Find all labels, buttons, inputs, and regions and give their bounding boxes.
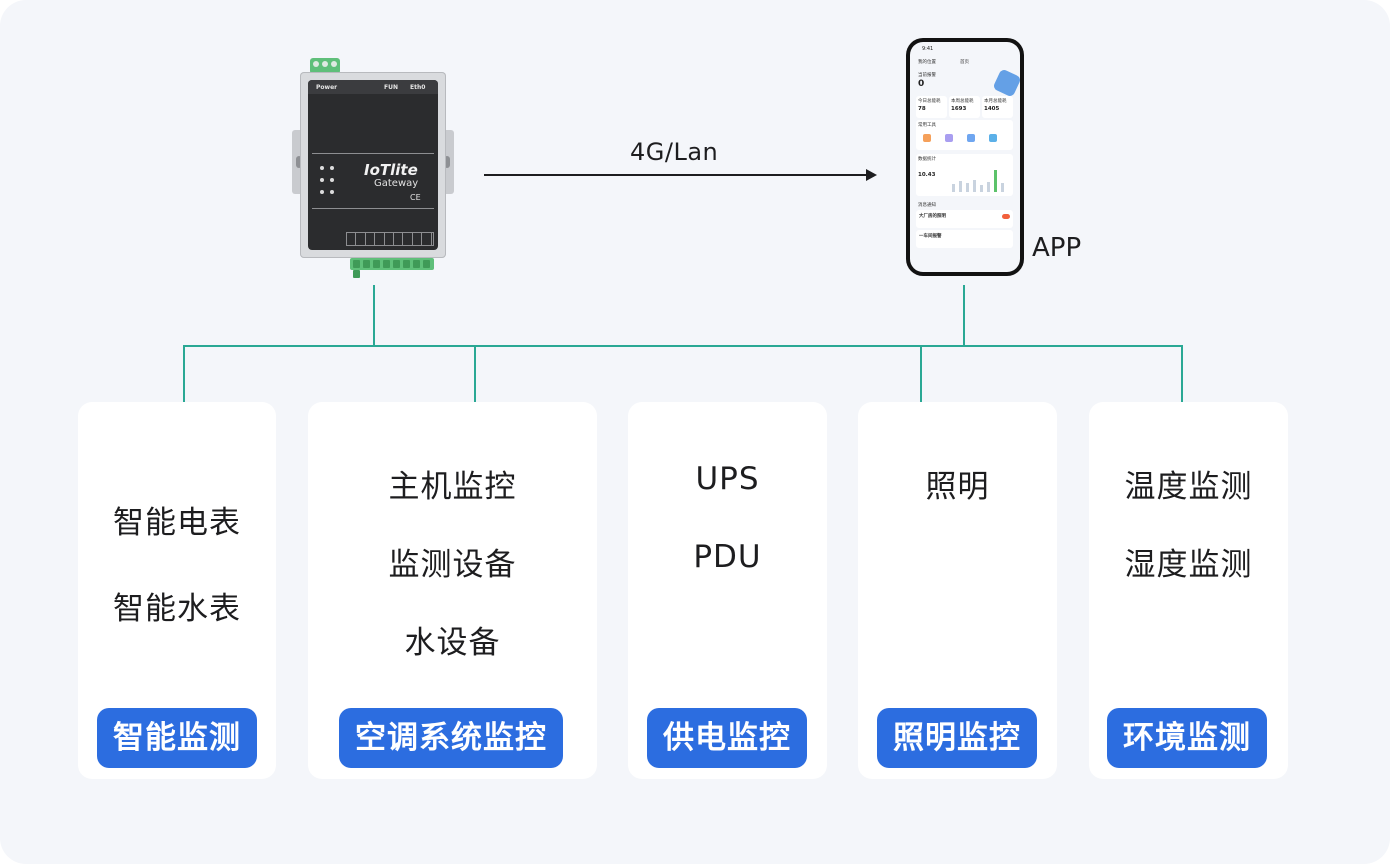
gateway-drop-line bbox=[373, 285, 375, 346]
led-indicator bbox=[320, 190, 324, 194]
led-indicator bbox=[330, 166, 334, 170]
phone-stat-value: 78 bbox=[918, 106, 926, 112]
gateway-device-image: Power FUN Eth0 IoTlite Gateway CE bbox=[292, 58, 454, 278]
gateway-brand: IoTlite bbox=[364, 161, 418, 179]
category-pill: 智能监测 bbox=[97, 708, 257, 768]
panel-hvac-monitoring: 主机监控 监测设备 水设备 空调系统监控 bbox=[308, 402, 597, 779]
panel-lighting-monitoring: 照明 照明监控 bbox=[858, 402, 1057, 779]
phone-messages-label: 消息通知 bbox=[918, 203, 936, 208]
tool-icon bbox=[923, 134, 931, 142]
gateway-power-label: Power bbox=[316, 84, 338, 91]
message-alert-badge-icon bbox=[1002, 214, 1010, 219]
tool-icon bbox=[967, 134, 975, 142]
phone-mini-bar-chart bbox=[950, 168, 1010, 192]
top-terminal-block bbox=[310, 58, 340, 74]
panel-item: 湿度监测 bbox=[1124, 547, 1253, 583]
category-pill: 供电监控 bbox=[647, 708, 807, 768]
cube-graphic-icon bbox=[992, 68, 1020, 98]
phone-stat-card bbox=[916, 96, 947, 118]
panel-item: 主机监控 bbox=[388, 469, 517, 505]
phone-stat-card bbox=[949, 96, 980, 118]
led-indicator bbox=[330, 178, 334, 182]
branch-line-1 bbox=[183, 345, 185, 402]
phone-tools-label: 常用工具 bbox=[918, 123, 936, 128]
category-pill: 空调系统监控 bbox=[339, 708, 563, 768]
phone-data-label: 数据统计 bbox=[918, 157, 936, 162]
phone-title: 首页 bbox=[960, 60, 969, 65]
gateway-ce-mark: CE bbox=[410, 193, 421, 202]
phone-stat-value: 1693 bbox=[951, 106, 967, 112]
category-pill: 环境监测 bbox=[1107, 708, 1267, 768]
panel-item: 智能水表 bbox=[113, 591, 241, 627]
tool-icon bbox=[945, 134, 953, 142]
phone-stat-label: 本周总能耗 bbox=[951, 99, 974, 104]
panel-power-monitoring: UPS PDU 供电监控 bbox=[628, 402, 827, 779]
tool-icon bbox=[989, 134, 997, 142]
phone-alarm-value: 0 bbox=[918, 79, 925, 89]
panel-item: 照明 bbox=[925, 469, 990, 505]
panel-item: 智能电表 bbox=[113, 505, 241, 541]
panel-item: 温度监测 bbox=[1124, 469, 1253, 505]
phone-stat-card bbox=[982, 96, 1013, 118]
gateway-face bbox=[308, 80, 438, 250]
category-pill: 照明监控 bbox=[877, 708, 1037, 768]
panel-environment-monitoring: 温度监测 湿度监测 环境监测 bbox=[1089, 402, 1288, 779]
link-arrow-shaft bbox=[484, 174, 868, 176]
panel-item: PDU bbox=[693, 539, 762, 575]
phone-screen: 9:41 我的位置 首页 当前报警 0 今日总能耗 78 本周总能耗 1693 … bbox=[910, 42, 1020, 272]
gateway-top-strip bbox=[308, 80, 438, 94]
gateway-divider bbox=[312, 208, 434, 209]
bus-line bbox=[183, 345, 1183, 347]
phone-time: 9:41 bbox=[922, 46, 934, 52]
phone-mockup-image: 9:41 我的位置 首页 当前报警 0 今日总能耗 78 本周总能耗 1693 … bbox=[906, 38, 1024, 276]
gateway-divider bbox=[312, 153, 434, 154]
led-indicator bbox=[320, 178, 324, 182]
phone-alarm-label: 当前报警 bbox=[918, 73, 936, 78]
panel-item: 监测设备 bbox=[388, 547, 517, 583]
gateway-eth-label: Eth0 bbox=[410, 84, 426, 91]
panel-item: UPS bbox=[695, 461, 760, 497]
phone-stat-value: 1405 bbox=[984, 106, 1000, 112]
phone-drop-line bbox=[963, 285, 965, 346]
branch-line-3 bbox=[920, 345, 922, 402]
branch-line-2 bbox=[474, 345, 476, 402]
phone-stat-label: 今日总能耗 bbox=[918, 99, 941, 104]
panel-item: 水设备 bbox=[404, 625, 501, 661]
panel-smart-monitoring: 智能电表 智能水表 智能监测 bbox=[78, 402, 276, 779]
gateway-subtitle: Gateway bbox=[374, 178, 419, 189]
phone-data-value: 10.43 bbox=[918, 172, 936, 178]
phone-message-card bbox=[916, 210, 1013, 228]
phone-location: 我的位置 bbox=[918, 60, 936, 65]
phone-message-card bbox=[916, 230, 1013, 248]
led-indicator bbox=[320, 166, 324, 170]
gateway-fun-label: FUN bbox=[384, 84, 398, 91]
phone-stat-label: 本月总能耗 bbox=[984, 99, 1007, 104]
phone-message-item: 一车间报警 bbox=[919, 234, 942, 239]
bottom-terminal-block bbox=[350, 258, 434, 278]
led-indicator bbox=[330, 190, 334, 194]
link-label: 4G/Lan bbox=[630, 138, 719, 166]
phone-message-item: 大厂房的照明 bbox=[919, 214, 946, 219]
arrow-right-icon bbox=[866, 169, 877, 181]
app-label: APP bbox=[1032, 233, 1082, 263]
gateway-port-labels bbox=[346, 232, 434, 246]
branch-line-4 bbox=[1181, 345, 1183, 402]
